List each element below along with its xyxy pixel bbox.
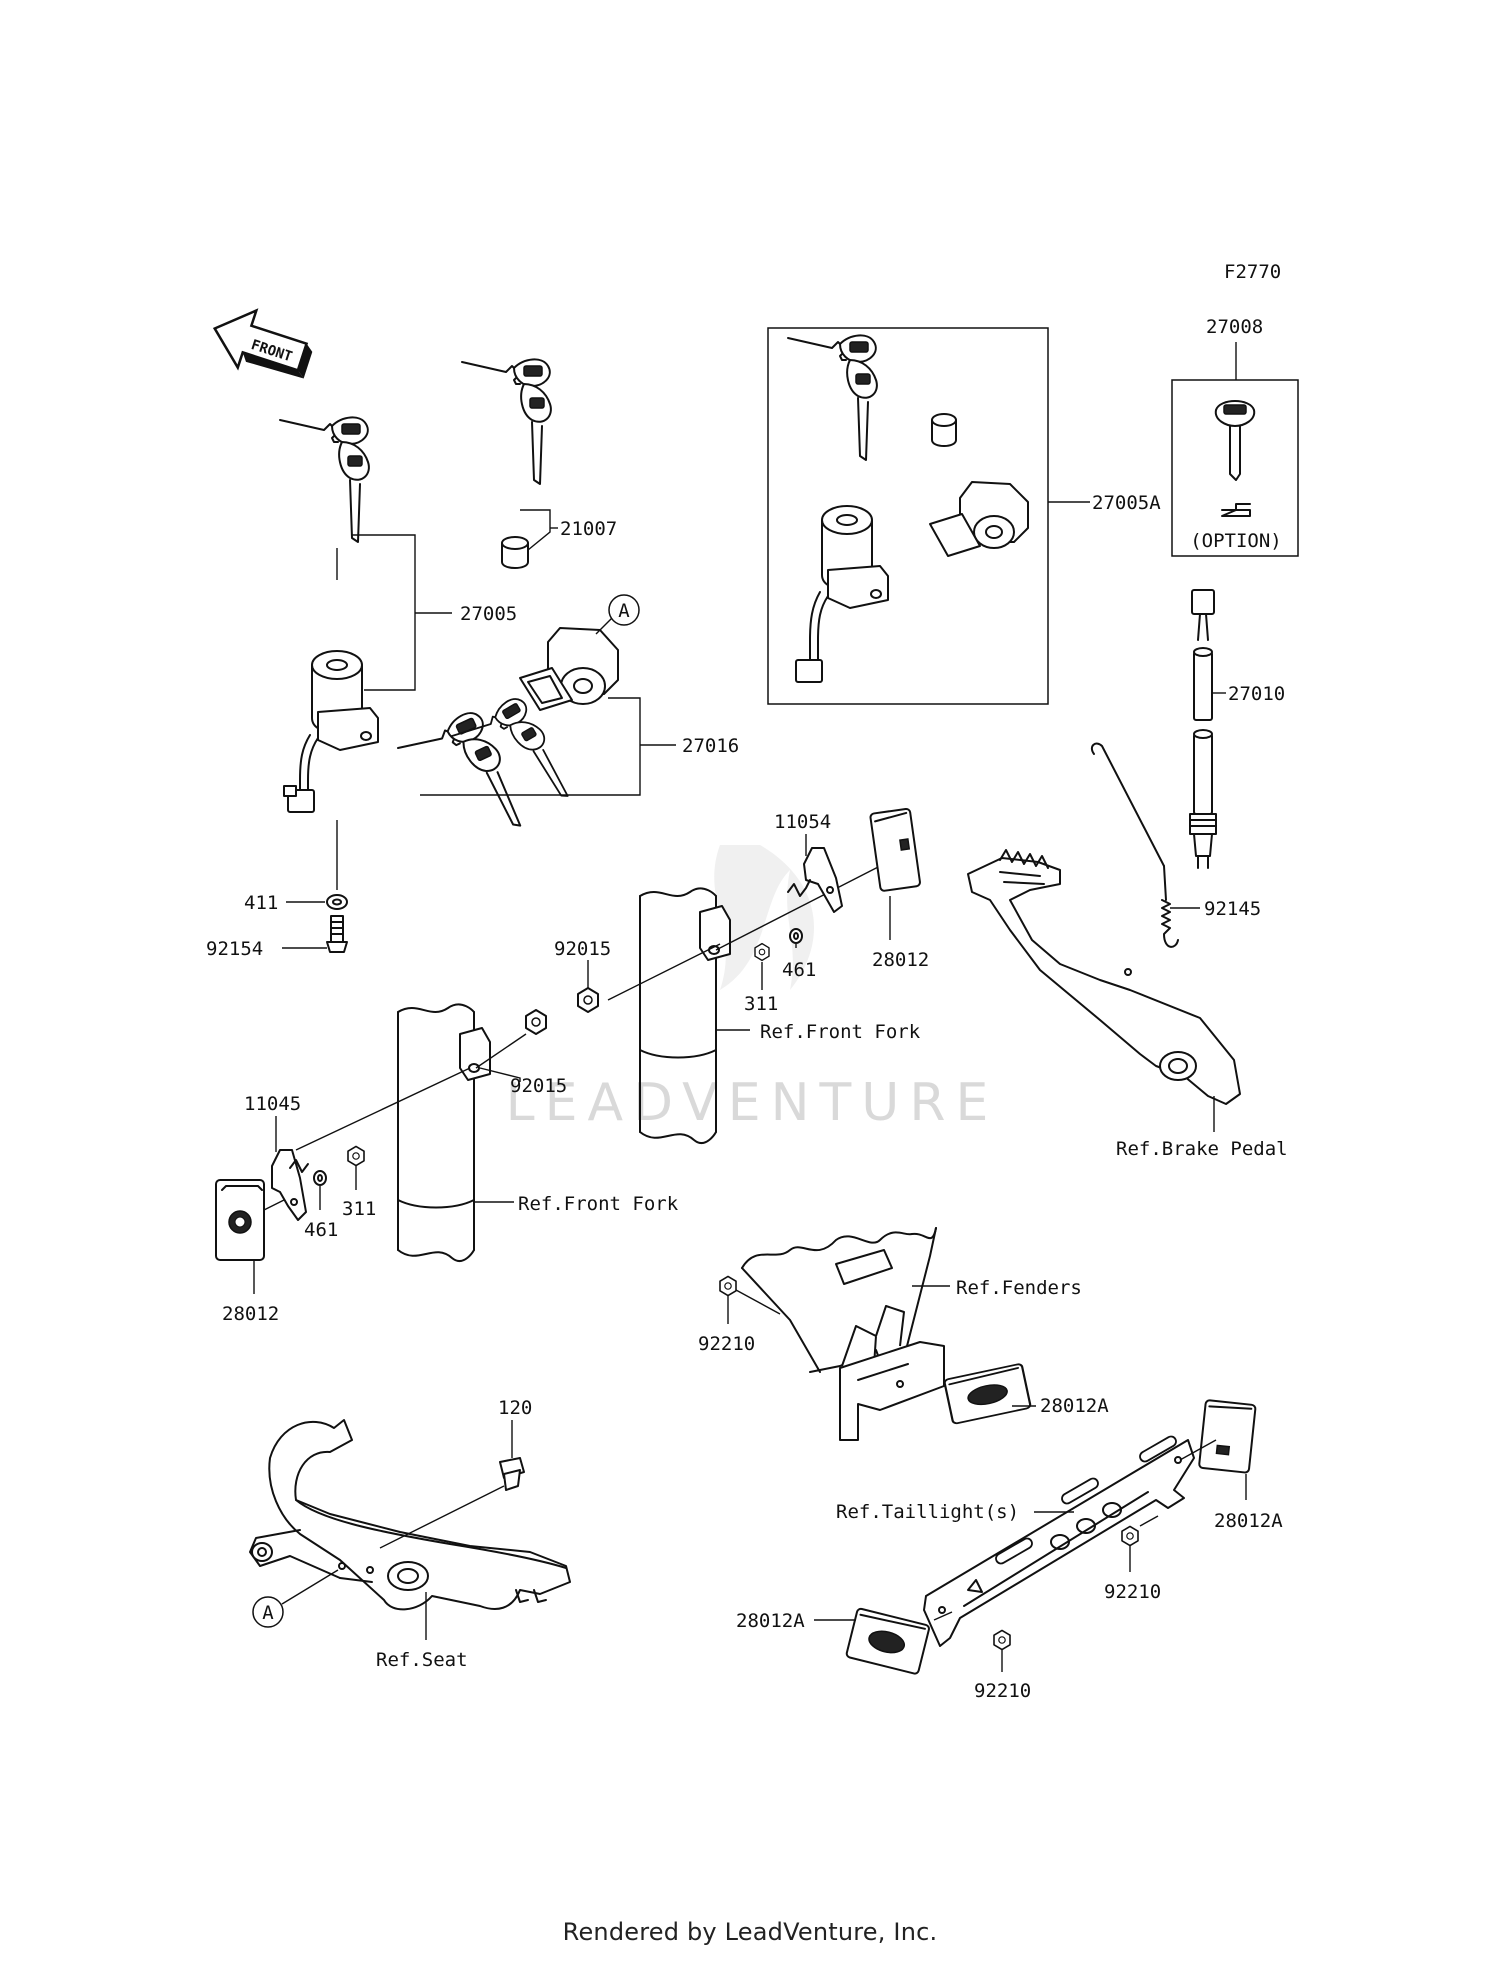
seat-grab-rail xyxy=(249,1419,571,1611)
callout-a-top: A xyxy=(608,594,640,626)
nut-92210-taillight xyxy=(1121,1525,1139,1547)
nut-92015-upper xyxy=(577,987,599,1013)
seat-lock-27016 xyxy=(519,627,619,711)
bracket-11045 xyxy=(271,1149,309,1221)
label-92015-upper: 92015 xyxy=(554,938,611,960)
key-27008 xyxy=(1214,400,1256,481)
reflector-28012-right xyxy=(869,807,921,892)
label-28012A-fender: 28012A xyxy=(1040,1395,1109,1417)
nut-311-lower xyxy=(347,1145,365,1167)
option-note: (OPTION) xyxy=(1190,530,1282,552)
nut-92210-bottom xyxy=(993,1629,1011,1651)
screw-92154 xyxy=(326,915,348,953)
label-28012A-left: 28012A xyxy=(736,1610,805,1632)
reflector-28012A-left xyxy=(845,1607,930,1675)
label-21007: 21007 xyxy=(560,518,617,540)
label-461-lower: 461 xyxy=(304,1219,338,1241)
label-27008: 27008 xyxy=(1206,316,1263,338)
ignition-switch-27005 xyxy=(283,650,379,813)
label-461-upper: 461 xyxy=(782,959,816,981)
seat-lock-27005A xyxy=(929,481,1029,557)
label-27016: 27016 xyxy=(682,735,739,757)
key-21007 xyxy=(461,358,552,485)
reflector-28012A-fender xyxy=(943,1363,1032,1425)
nut-92210-fender xyxy=(719,1275,737,1297)
front-arrow-icon: FRONT xyxy=(212,308,313,379)
label-92210-taillight: 92210 xyxy=(1104,1581,1161,1603)
label-120: 120 xyxy=(498,1397,532,1419)
cap-27005A xyxy=(931,413,957,447)
ref-brake-pedal: Ref.Brake Pedal xyxy=(1116,1138,1288,1160)
footer-credit: Rendered by LeadVenture, Inc. xyxy=(562,1918,938,1946)
callout-a-top-label: A xyxy=(618,600,630,622)
label-11045: 11045 xyxy=(244,1093,301,1115)
label-311-lower: 311 xyxy=(342,1198,376,1220)
nut-92015-lower xyxy=(525,1009,547,1035)
key-27016-a xyxy=(395,707,532,860)
fender-bracket xyxy=(741,1227,945,1441)
callout-a-bottom: A xyxy=(252,1596,284,1628)
nut-311-upper xyxy=(754,942,770,962)
figure-code: F2770 xyxy=(1224,261,1281,283)
ignition-switch-27005A xyxy=(795,505,889,683)
label-92210-fender: 92210 xyxy=(698,1333,755,1355)
washer-461-upper xyxy=(789,928,803,944)
label-411: 411 xyxy=(244,892,278,914)
watermark: LEADVENTURE xyxy=(506,1073,999,1133)
front-fork-right xyxy=(639,887,717,1144)
bracket-11054 xyxy=(787,847,843,913)
ref-front-fork-right: Ref.Front Fork xyxy=(760,1021,921,1043)
label-92145: 92145 xyxy=(1204,898,1261,920)
bolt-120 xyxy=(499,1457,525,1491)
brake-pedal xyxy=(967,849,1241,1105)
ref-front-fork-left: Ref.Front Fork xyxy=(518,1193,679,1215)
reflector-28012-left xyxy=(215,1179,265,1261)
ref-taillights: Ref.Taillight(s) xyxy=(836,1501,1019,1523)
option-box-27008 xyxy=(1171,379,1299,557)
label-27005A: 27005A xyxy=(1092,492,1161,514)
label-11054: 11054 xyxy=(774,811,831,833)
label-27005: 27005 xyxy=(460,603,517,625)
label-28012-left: 28012 xyxy=(222,1303,279,1325)
ref-seat: Ref.Seat xyxy=(376,1649,468,1671)
taillight-bracket xyxy=(923,1435,1195,1647)
label-92154: 92154 xyxy=(206,938,263,960)
label-311-upper: 311 xyxy=(744,993,778,1015)
bracket-tab-lower xyxy=(459,1027,491,1081)
set-box-27005A xyxy=(767,327,1049,705)
callout-a-bottom-label: A xyxy=(262,1602,274,1624)
option-symbol xyxy=(1221,503,1251,517)
key-27005A xyxy=(787,334,878,461)
spring-92145 xyxy=(1090,742,1179,948)
label-27010: 27010 xyxy=(1228,683,1285,705)
washer-411 xyxy=(326,894,348,910)
watermark-logo xyxy=(714,845,814,990)
label-92015-lower: 92015 xyxy=(510,1075,567,1097)
washer-461-lower xyxy=(313,1170,327,1186)
label-28012A-right: 28012A xyxy=(1214,1510,1283,1532)
cap-21007 xyxy=(501,536,529,569)
key-27005 xyxy=(279,416,370,543)
switch-27010 xyxy=(1189,589,1217,869)
ref-fenders: Ref.Fenders xyxy=(956,1277,1082,1299)
reflector-28012A-right xyxy=(1198,1399,1257,1474)
label-92210-bottom: 92210 xyxy=(974,1680,1031,1702)
label-28012-right: 28012 xyxy=(872,949,929,971)
